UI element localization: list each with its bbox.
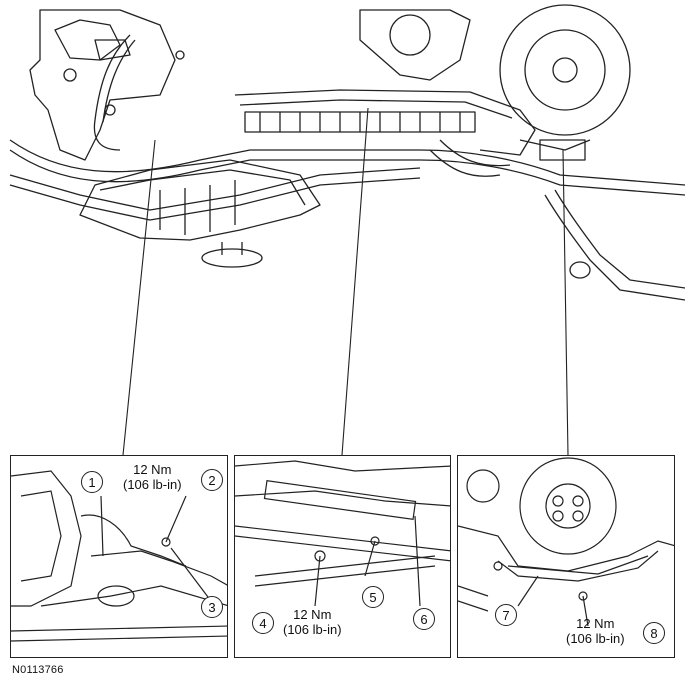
torque-value: 12 Nm (133, 462, 172, 477)
torque-alt-value: (106 lb-in) (283, 622, 342, 637)
torque-spec-center: 12 Nm (106 lb-in) (283, 607, 342, 637)
detail-panel-right: 7 8 12 Nm (106 lb-in) (457, 455, 675, 658)
torque-spec-right: 12 Nm (106 lb-in) (566, 616, 625, 646)
callout-7: 7 (495, 604, 517, 626)
callout-6: 6 (413, 608, 435, 630)
detail-panel-center: 4 5 6 12 Nm (106 lb-in) (234, 455, 451, 658)
detail-panel-left: 1 2 3 12 Nm (106 lb-in) (10, 455, 228, 658)
torque-alt-value: (106 lb-in) (566, 631, 625, 646)
detail-right-drawing (458, 457, 674, 627)
callout-3: 3 (201, 596, 223, 618)
torque-spec-left: 12 Nm (106 lb-in) (123, 462, 182, 492)
torque-value: 12 Nm (576, 616, 615, 631)
figure-id: N0113766 (12, 664, 64, 676)
detail-center-drawing (235, 460, 450, 607)
callout-8: 8 (643, 622, 665, 644)
callout-2: 2 (201, 469, 223, 491)
callout-5: 5 (362, 586, 384, 608)
callout-4: 4 (252, 612, 274, 634)
torque-value: 12 Nm (293, 607, 332, 622)
callout-1: 1 (81, 471, 103, 493)
detail-left-drawing (11, 470, 227, 642)
torque-alt-value: (106 lb-in) (123, 477, 182, 492)
